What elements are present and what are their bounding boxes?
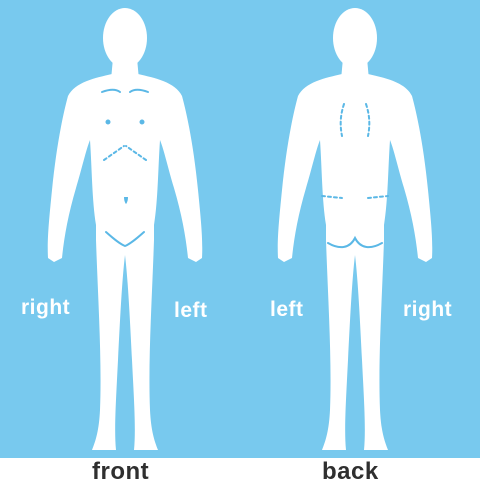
diagram-background: right left left right — [0, 0, 480, 458]
front-view-caption: front — [92, 460, 149, 484]
back-right-side-label: right — [403, 299, 452, 320]
front-left-side-label: left — [174, 300, 208, 321]
back-left-side-label: left — [270, 299, 304, 320]
back-body-figure — [250, 0, 460, 458]
front-right-side-label: right — [21, 297, 70, 318]
back-view-caption: back — [322, 460, 379, 484]
front-body-figure — [20, 0, 230, 458]
